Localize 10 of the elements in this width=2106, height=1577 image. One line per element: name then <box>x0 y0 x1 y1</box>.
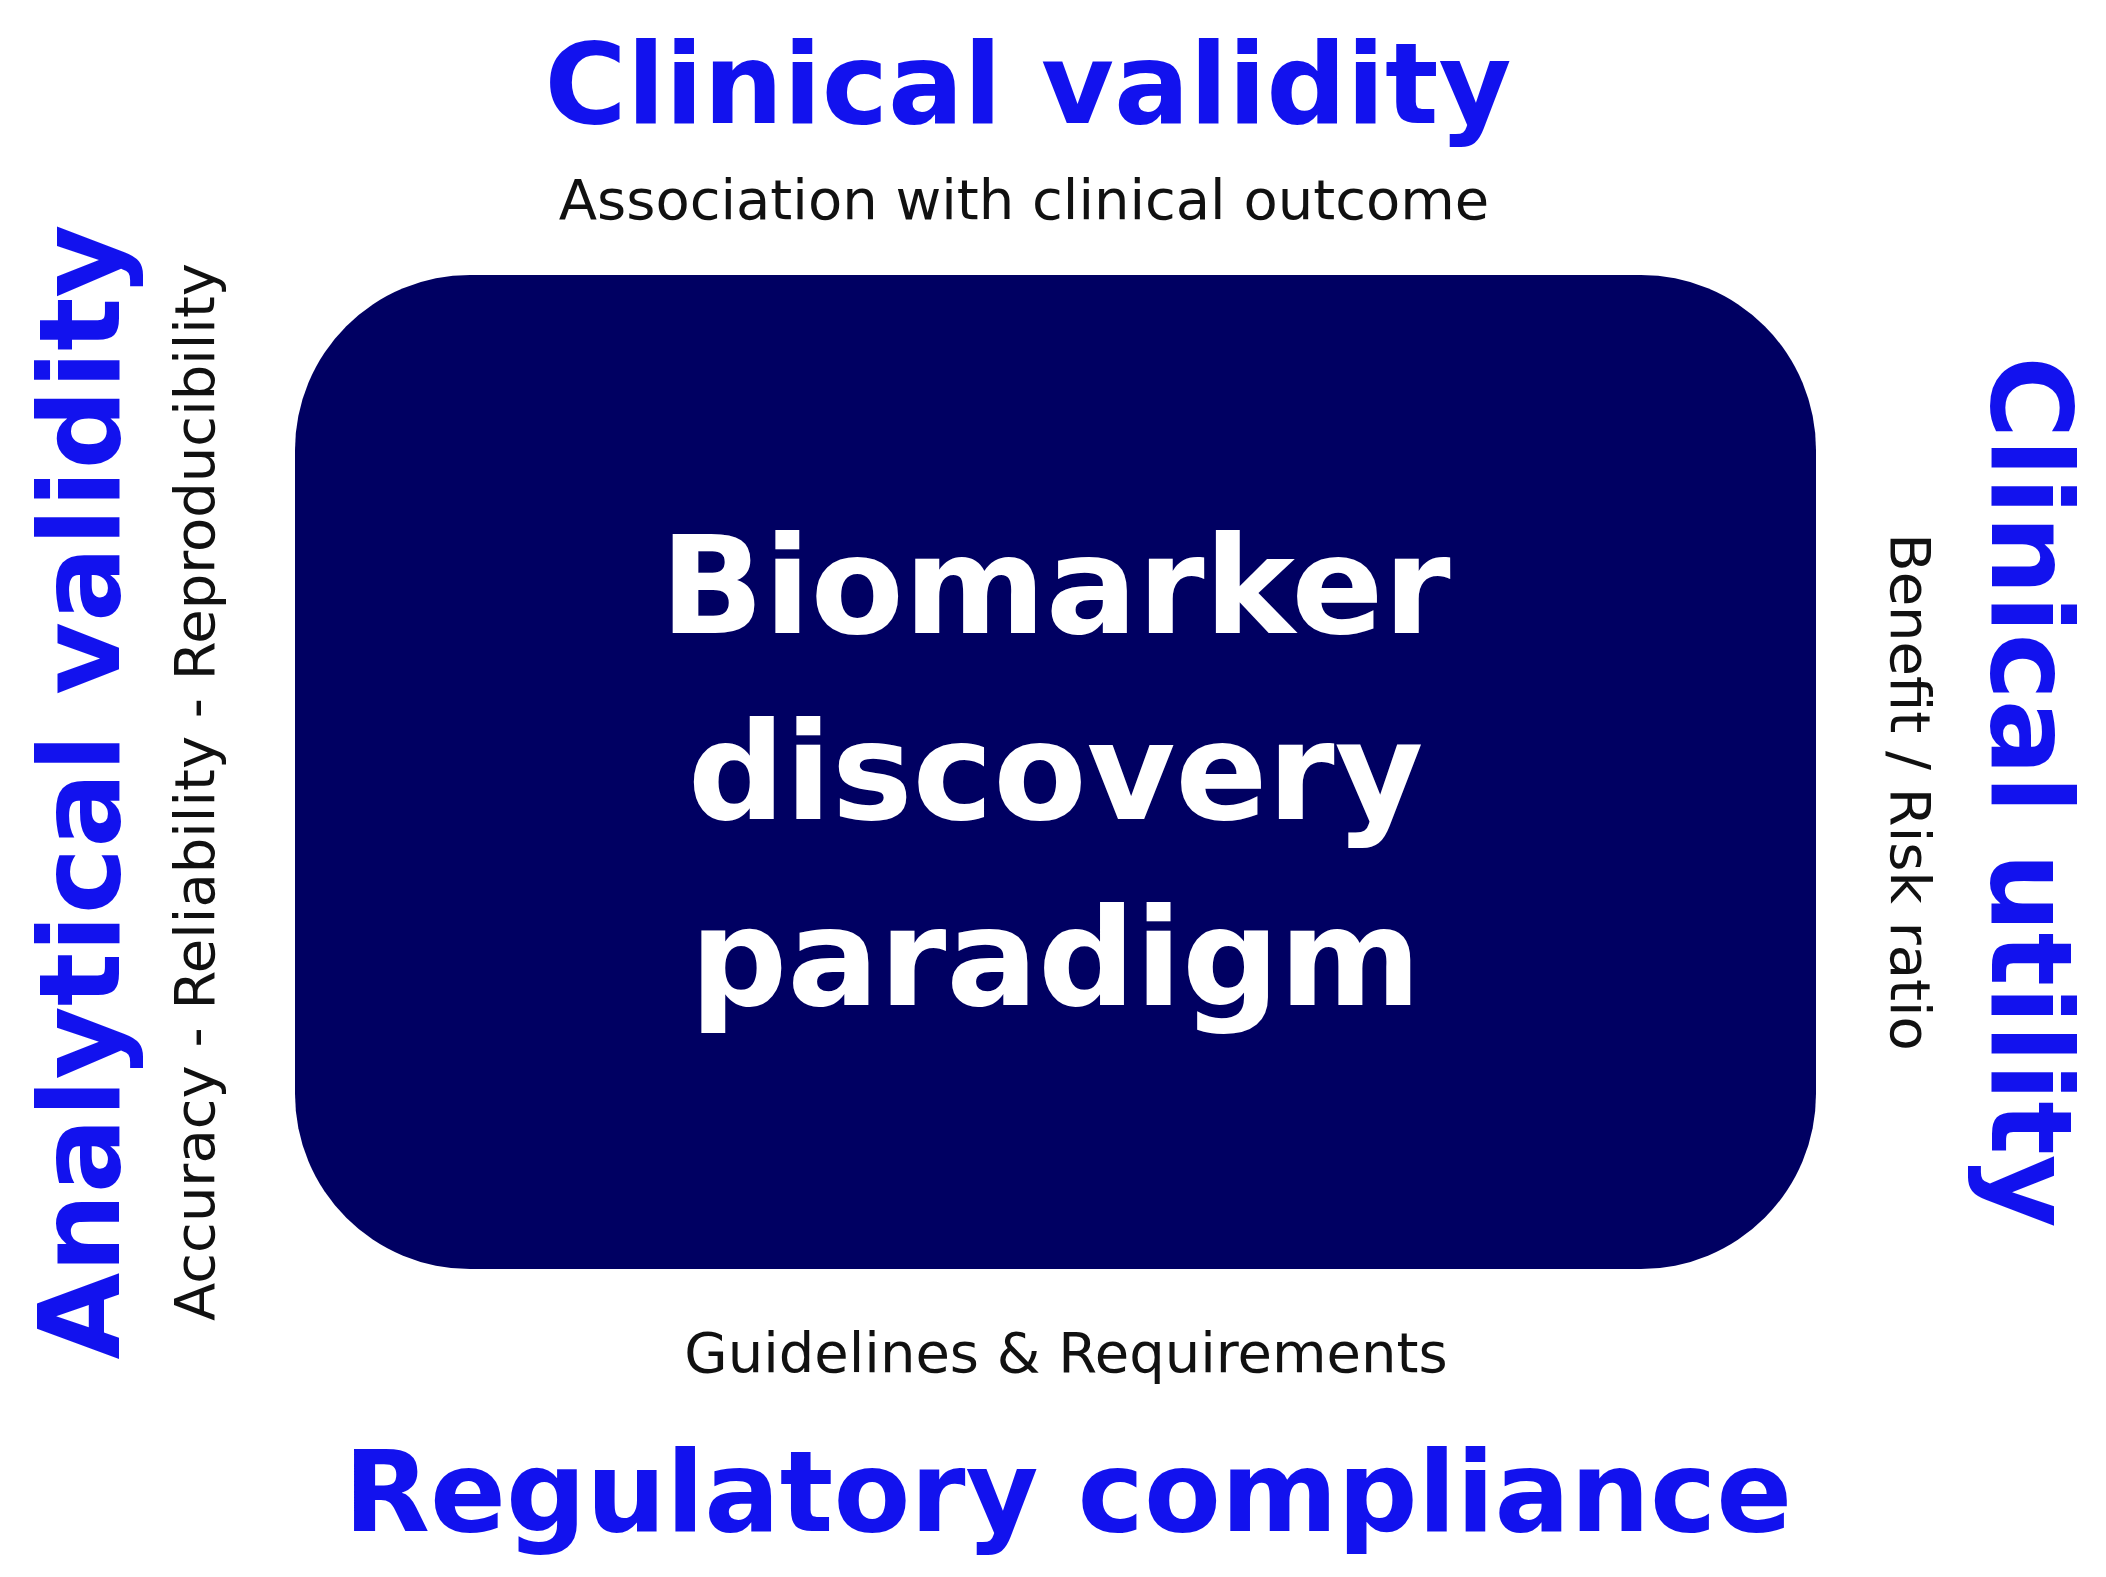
section-heading: Analytical validity <box>15 224 145 1360</box>
section-description: Benefit / Risk ratio <box>1877 533 1943 1051</box>
section-heading: Clinical utility <box>1966 356 2096 1228</box>
box-title: Biomarker discovery paradigm <box>659 505 1452 1040</box>
section-description: Guidelines & Requirements <box>684 1320 1448 1386</box>
section-description: Accuracy - Reliability - Reproducibility <box>162 263 228 1321</box>
section-heading: Regulatory compliance <box>343 1427 1793 1557</box>
section-description: Association with clinical outcome <box>558 167 1490 233</box>
rounded-box <box>295 275 1816 1269</box>
section-heading: Clinical validity <box>544 19 1512 149</box>
